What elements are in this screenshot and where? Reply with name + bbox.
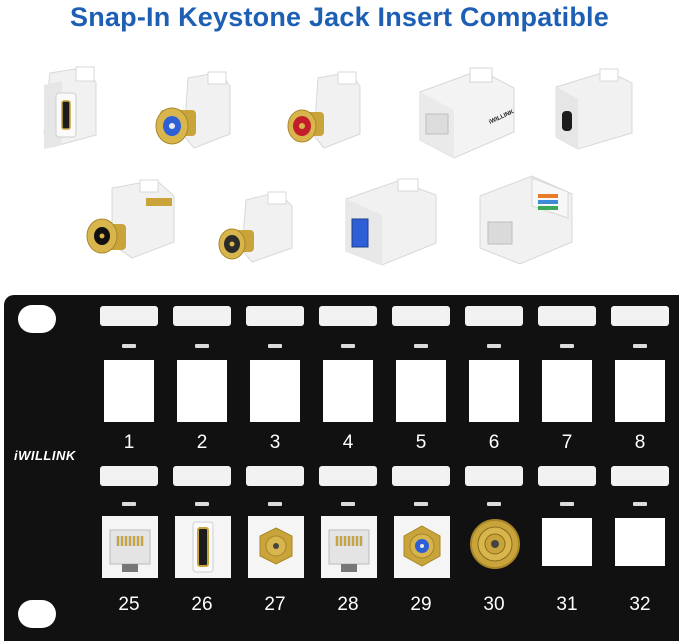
port-number-27: 27: [264, 594, 286, 615]
port-tab: [122, 344, 136, 348]
port-number-3: 3: [269, 432, 281, 453]
port-number-25: 25: [118, 594, 140, 615]
bnc-keystone-module: [86, 179, 175, 259]
usb-a-keystone-module: [345, 178, 437, 266]
rca-black-keystone-module: [218, 191, 293, 263]
port-tab: [487, 502, 501, 506]
port-number-1: 1: [123, 432, 135, 453]
port-tab: [560, 344, 574, 348]
empty-port-7: [542, 360, 592, 422]
label-strip: [319, 306, 377, 326]
empty-port-8: [615, 360, 665, 422]
empty-port-6: [469, 360, 519, 422]
label-strip: [465, 466, 523, 486]
port-number-2: 2: [196, 432, 208, 453]
label-strip: [611, 306, 669, 326]
f-type-coax-keystone-module: [155, 71, 231, 149]
port-number-26: 26: [191, 594, 213, 615]
rj45-insert-port-28: [321, 516, 377, 578]
label-strip: [392, 306, 450, 326]
port-tab: [268, 344, 282, 348]
port-tab: [487, 344, 501, 348]
port-tab: [195, 502, 209, 506]
port-tab: [633, 502, 647, 506]
label-strip: [319, 466, 377, 486]
port-tab: [560, 502, 574, 506]
label-strip: [100, 306, 158, 326]
f-type-blue-insert-port-29: [394, 516, 450, 578]
label-strip: [465, 306, 523, 326]
label-strip: [538, 466, 596, 486]
bnc-insert-port-30: [467, 516, 523, 578]
port-tab: [122, 502, 136, 506]
label-strip: [173, 466, 231, 486]
empty-port-1: [104, 360, 154, 422]
port-number-5: 5: [415, 432, 427, 453]
rj45-insert-port-25: [102, 516, 158, 578]
label-strip: [246, 306, 304, 326]
rca-red-keystone-module: [287, 71, 361, 149]
hdmi-keystone-module: [43, 66, 97, 149]
label-strip: [538, 306, 596, 326]
page-title: Snap-In Keystone Jack Insert Compatible: [70, 2, 609, 32]
port-number-7: 7: [561, 432, 573, 453]
port-number-28: 28: [337, 594, 359, 615]
f-type-insert-port-27: [248, 516, 304, 578]
port-number-8: 8: [634, 432, 646, 453]
empty-port-4: [323, 360, 373, 422]
port-number-32: 32: [629, 594, 651, 615]
label-strip: [392, 466, 450, 486]
brand-logo: iWILLINK: [14, 448, 76, 463]
port-number-29: 29: [410, 594, 432, 615]
label-strip: [611, 466, 669, 486]
rj45-keystone-jack-module: [479, 175, 573, 265]
port-tab: [414, 344, 428, 348]
empty-port-32: [615, 518, 665, 566]
port-tab: [633, 344, 647, 348]
empty-port-2: [177, 360, 227, 422]
hdmi-insert-port-26: [175, 516, 231, 578]
label-strip: [246, 466, 304, 486]
port-number-4: 4: [342, 432, 354, 453]
port-tab: [341, 502, 355, 506]
rack-mount-hole-bottom: [18, 600, 56, 628]
empty-port-3: [250, 360, 300, 422]
label-strip: [100, 466, 158, 486]
empty-port-31: [542, 518, 592, 566]
rack-mount-hole-top: [18, 305, 56, 333]
usb-c-keystone-module: [555, 68, 633, 150]
port-tab: [414, 502, 428, 506]
empty-port-5: [396, 360, 446, 422]
rj45-coupler-keystone-module: iWILLINK: [419, 67, 516, 159]
port-number-30: 30: [483, 594, 505, 615]
port-number-31: 31: [556, 594, 578, 615]
label-strip: [173, 306, 231, 326]
port-tab: [195, 344, 209, 348]
port-tab: [341, 344, 355, 348]
port-number-6: 6: [488, 432, 500, 453]
port-tab: [268, 502, 282, 506]
